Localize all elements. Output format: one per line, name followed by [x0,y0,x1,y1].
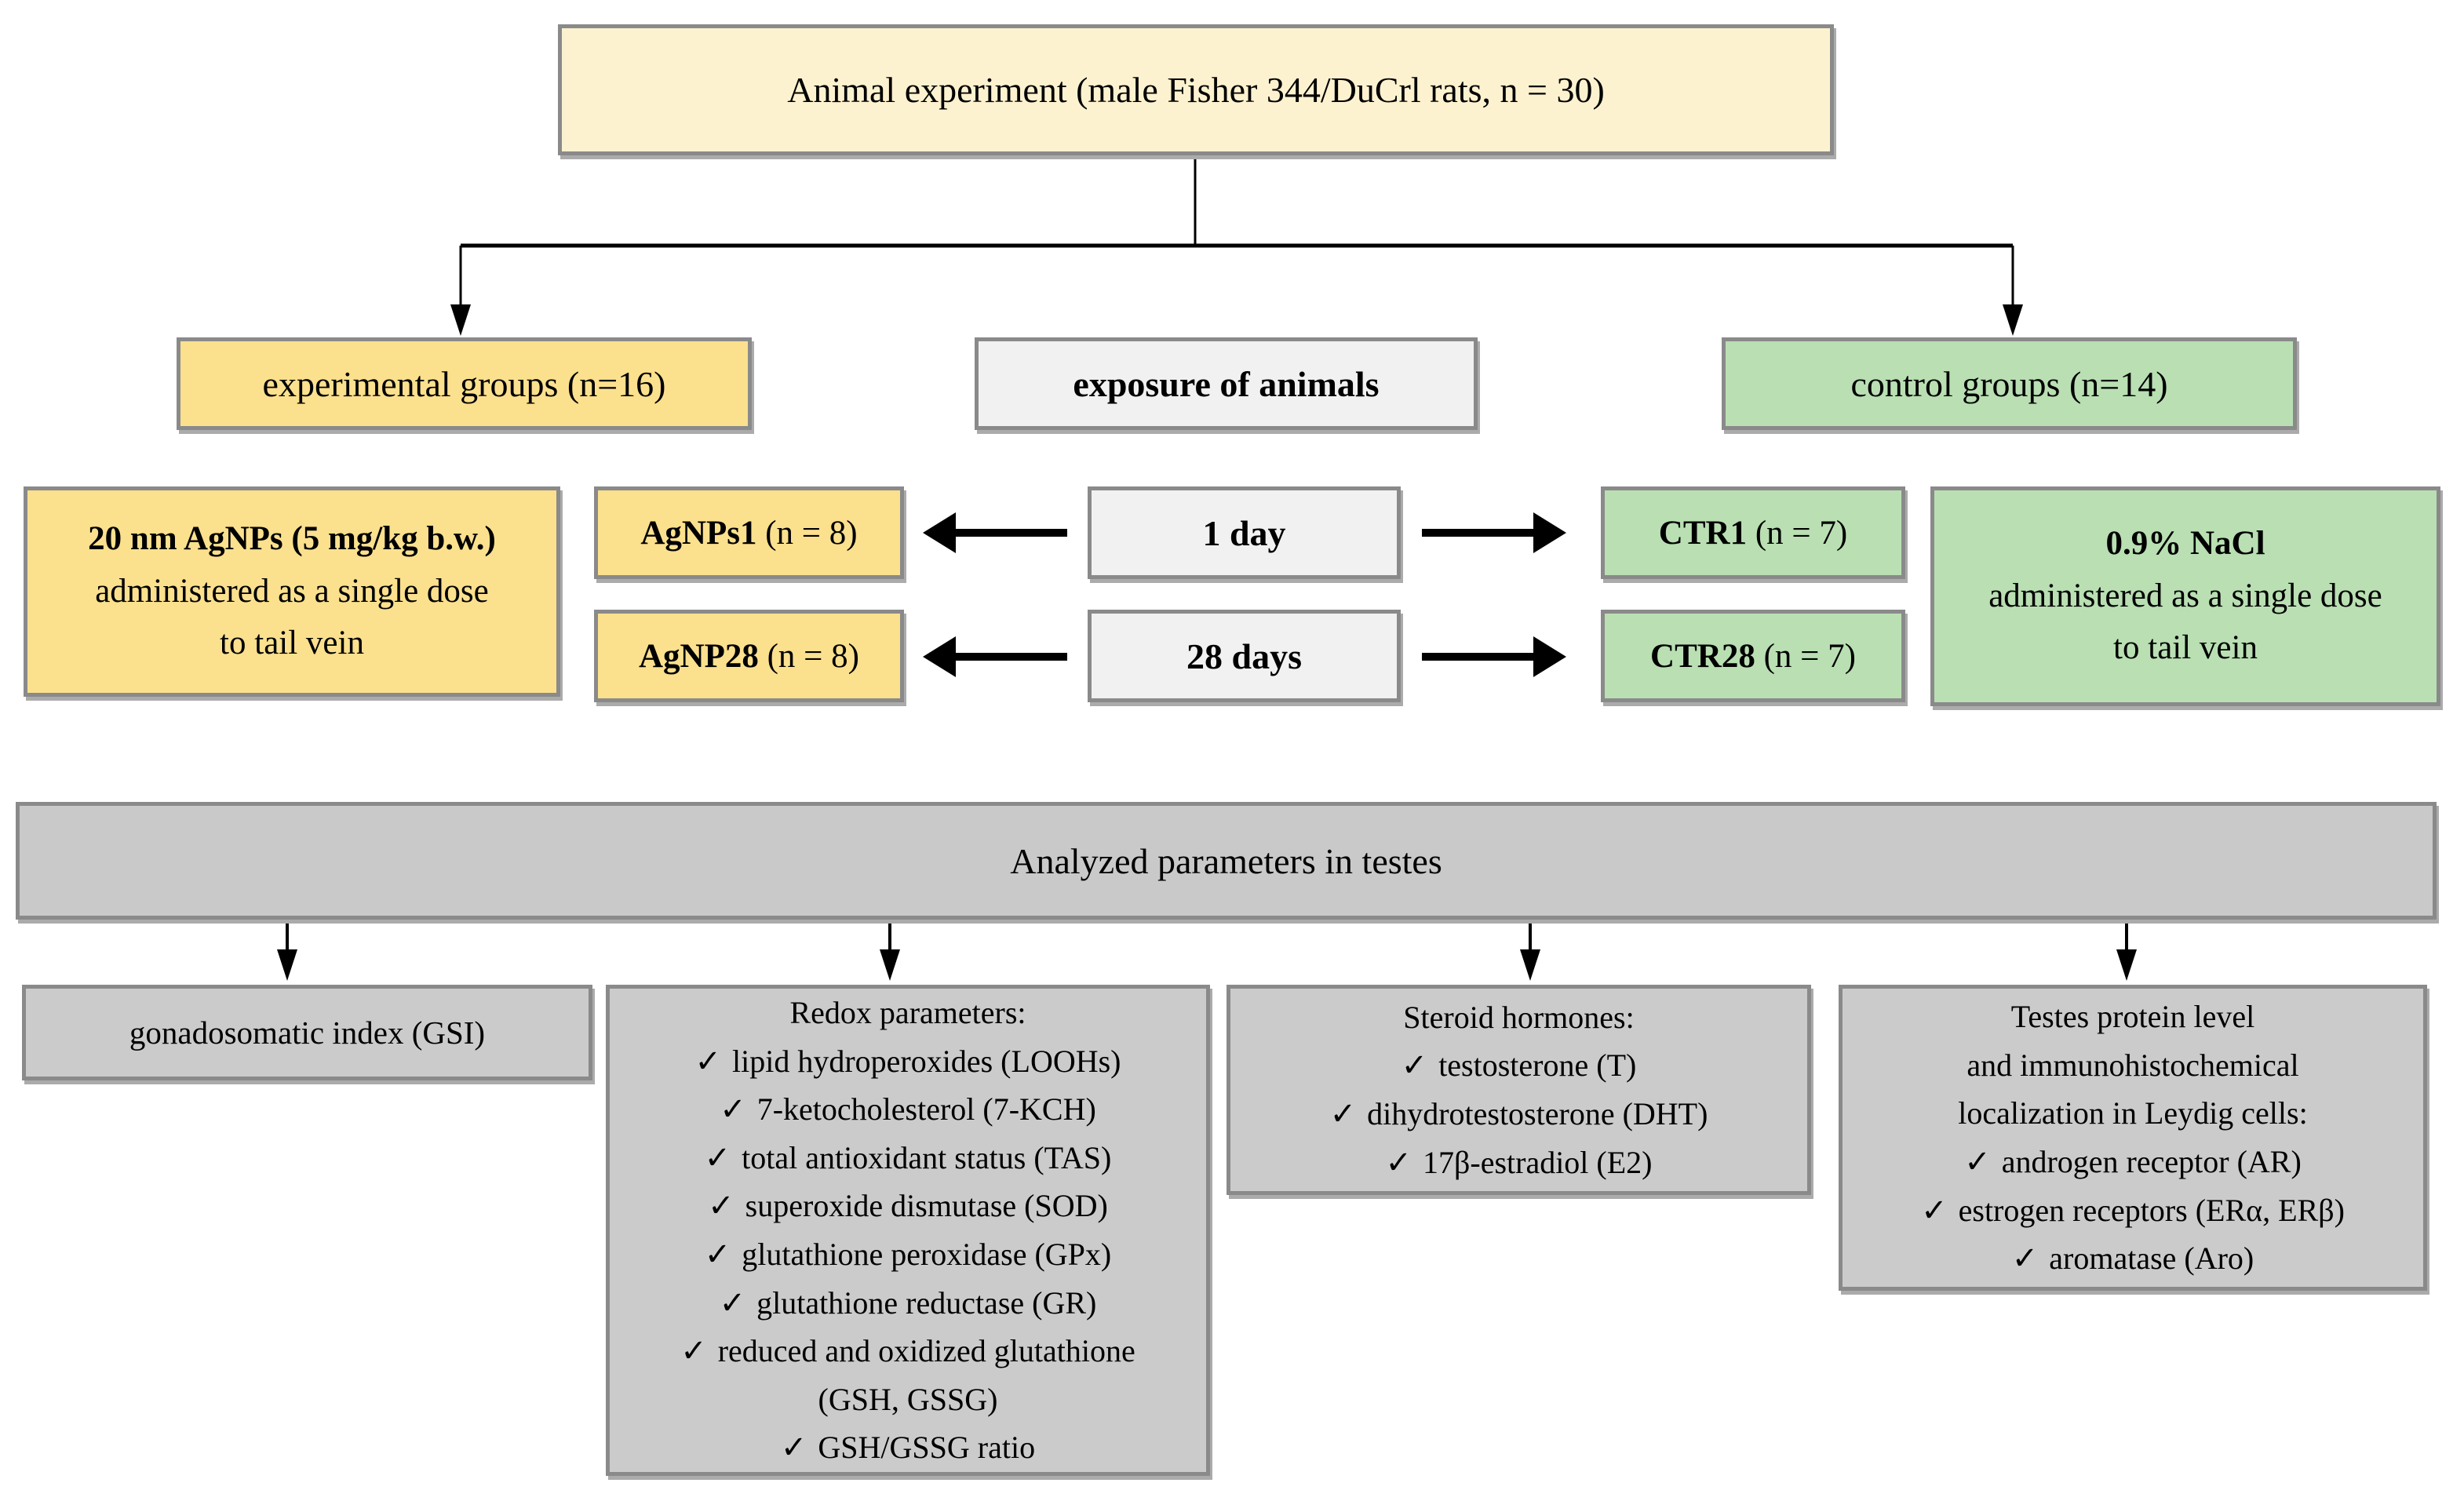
testes-title-line: localization in Leydig cells: [1958,1095,2308,1131]
check-icon: ✓ [1385,1144,1412,1180]
checklist-item: ✓ total antioxidant status (TAS) [705,1134,1112,1182]
ctr28-n: (n = 7) [1755,637,1856,675]
testes-box: Testes protein level and immunohistochem… [1839,985,2427,1291]
ctr28-label: CTR28 [1650,637,1755,675]
check-icon: ✓ [1964,1144,1991,1179]
steroid-item-label: 17β-estradiol (E2) [1423,1144,1653,1180]
checklist-item: ✓ reduced and oxidized glutathione [680,1327,1135,1375]
testes-item-label: androgen receptor (AR) [2001,1144,2302,1179]
nacl-line1: 0.9% NaCl [2105,525,2265,563]
steroid-item-label: testosterone (T) [1438,1047,1637,1084]
day1-box: 1 day [1088,486,1401,579]
experimental-groups-box: experimental groups (n=16) [177,337,752,430]
redox-title: Redox parameters: [789,995,1026,1031]
checklist-item: ✓ superoxide dismutase (SOD) [708,1182,1108,1230]
testes-title-line: Testes protein level [2010,999,2255,1035]
arrowhead-redox [880,949,900,981]
animal-experiment-label: Animal experiment (male Fisher 344/DuCrl… [787,70,1605,110]
exposure-of-animals-label: exposure of animals [1073,363,1380,404]
analyzed-parameters-label: Analyzed parameters in testes [1010,840,1442,881]
check-icon: ✓ [1329,1096,1357,1131]
checklist-item: ✓ lipid hydroperoxides (LOOHs) [695,1037,1121,1086]
redox-item-label: reduced and oxidized glutathione [717,1333,1135,1369]
arrowhead-agnp28 [923,636,956,677]
checklist-item: ✓ 17β-estradiol (E2) [1386,1139,1653,1187]
redox-item-label: lipid hydroperoxides (LOOHs) [732,1043,1121,1079]
steroid-item-label: dihydrotestosterone (DHT) [1367,1096,1708,1131]
ctr1-label: CTR1 [1658,514,1748,552]
ctr1-box: CTR1 (n = 7) [1601,486,1905,579]
checklist-item: ✓ GSH/GSSG ratio [781,1423,1035,1472]
check-icon: ✓ [680,1333,707,1369]
check-icon: ✓ [694,1043,722,1079]
redox-box: Redox parameters: ✓ lipid hydroperoxides … [606,985,1210,1476]
arrowhead-ctr1 [1533,512,1566,553]
checklist-item: ✓ estrogen receptors (ERα, ERβ) [1921,1186,2345,1235]
arrowhead-agnps1 [923,512,956,553]
checklist-item: ✓ glutathione reductase (GR) [720,1279,1097,1328]
nacl-line3: to tail vein [2113,629,2258,667]
check-icon: ✓ [704,1139,731,1175]
checklist-item-continuation: (GSH, GSSG) [818,1375,998,1424]
check-icon: ✓ [719,1284,746,1321]
steroid-box: Steroid hormones: ✓ testosterone (T) ✓ dih… [1227,985,1811,1195]
redox-item-label: (GSH, GSSG) [818,1381,998,1417]
check-icon: ✓ [1921,1192,1948,1228]
check-icon: ✓ [780,1430,807,1466]
redox-item-label: glutathione reductase (GR) [756,1284,1097,1321]
arrowhead-control [2003,304,2023,336]
nacl-box: 0.9% NaCl administered as a single dose … [1930,486,2440,706]
arrowhead-gsi [277,949,297,981]
arrowhead-experimental [450,304,471,336]
day28-label: 28 days [1186,636,1302,676]
checklist-item: ✓ androgen receptor (AR) [1964,1138,2302,1186]
check-icon: ✓ [2011,1241,2039,1277]
check-icon: ✓ [1401,1047,1428,1084]
steroid-title: Steroid hormones: [1403,999,1635,1035]
checklist-item: ✓ 7-ketocholesterol (7-KCH) [720,1085,1096,1134]
experimental-groups-label: experimental groups (n=16) [262,363,666,404]
checklist-item: ✓ dihydrotestosterone (DHT) [1330,1090,1708,1139]
animal-experiment-box: Animal experiment (male Fisher 344/DuCrl… [558,24,1834,155]
testes-item-label: estrogen receptors (ERα, ERβ) [1958,1192,2345,1228]
nacl-line2: administered as a single dose [1988,577,2382,614]
checklist-item: ✓ glutathione peroxidase (GPx) [705,1230,1112,1279]
check-icon: ✓ [720,1091,746,1128]
agnps1-n: (n = 8) [756,514,858,552]
day28-box: 28 days [1088,610,1401,702]
ctr1-n: (n = 7) [1747,514,1848,552]
analyzed-parameters-bar: Analyzed parameters in testes [16,802,2437,920]
checklist-item: ✓ aromatase (Aro) [2012,1234,2254,1283]
agnp28-n: (n = 8) [758,637,859,675]
exposure-of-animals-box: exposure of animals [975,337,1478,430]
testes-title-line: and immunohistochemical [1966,1047,2299,1083]
gsi-box: gonadosomatic index (GSI) [22,985,592,1080]
check-icon: ✓ [704,1237,731,1272]
agnps1-label: AgNPs1 [640,514,757,552]
redox-item-label: superoxide dismutase (SOD) [745,1188,1108,1224]
agnps-dose-line3: to tail vein [220,625,364,662]
agnps-dose-line2: administered as a single dose [95,572,489,610]
agnps-dose-box: 20 nm AgNPs (5 mg/kg b.w.) administered … [24,486,560,697]
arrowhead-ctr28 [1533,636,1566,677]
control-groups-box: control groups (n=14) [1722,337,2297,430]
day1-label: 1 day [1202,512,1286,553]
control-groups-label: control groups (n=14) [1850,363,2168,404]
arrowhead-steroid [1520,949,1540,981]
checklist-item: ✓ testosterone (T) [1401,1041,1637,1090]
check-icon: ✓ [708,1188,734,1224]
agnp28-label: AgNP28 [638,637,759,675]
redox-item-label: glutathione peroxidase (GPx) [742,1237,1112,1272]
redox-item-label: GSH/GSSG ratio [818,1430,1036,1466]
agnps-dose-line1: 20 nm AgNPs (5 mg/kg b.w.) [88,520,496,558]
redox-item-label: total antioxidant status (TAS) [742,1139,1112,1175]
agnps1-box: AgNPs1 (n = 8) [594,486,904,579]
testes-item-label: aromatase (Aro) [2049,1241,2254,1277]
gsi-label: gonadosomatic index (GSI) [129,1015,486,1051]
ctr28-box: CTR28 (n = 7) [1601,610,1905,702]
arrowhead-testes [2116,949,2137,981]
agnp28-box: AgNP28 (n = 8) [594,610,904,702]
redox-item-label: 7-ketocholesterol (7-KCH) [756,1091,1096,1128]
